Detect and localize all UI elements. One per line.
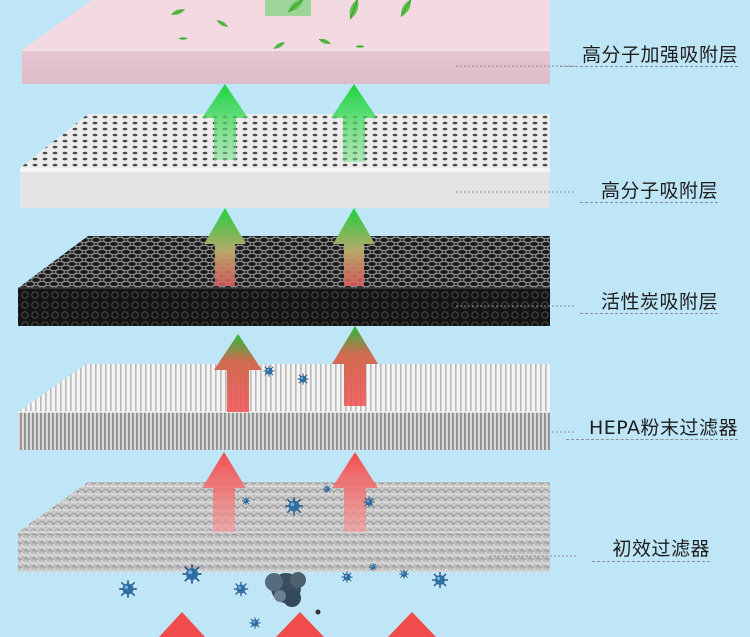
label-underline (580, 313, 718, 314)
label-underline (560, 66, 738, 67)
layer-primary (18, 482, 550, 572)
label-polymer-enhanced: 高分子加强吸附层 (581, 44, 738, 66)
layer-activated-carbon (18, 236, 550, 326)
label-polymer: 高分子吸附层 (600, 180, 718, 202)
layer-polymer-enhanced (22, 0, 550, 84)
label-activated-carbon: 活性炭吸附层 (600, 291, 718, 313)
leader-lines (456, 65, 576, 557)
label-primary: 初效过滤器 (612, 538, 710, 560)
layer-polymer (20, 114, 550, 208)
label-hepa: HEPA粉末过滤器 (588, 417, 738, 439)
label-underline (592, 561, 710, 562)
airflow-arrow-icon (159, 84, 436, 637)
label-underline (580, 202, 718, 203)
layer-hepa (18, 364, 550, 450)
label-underline (566, 439, 738, 440)
dust-particle-icon (265, 572, 321, 615)
